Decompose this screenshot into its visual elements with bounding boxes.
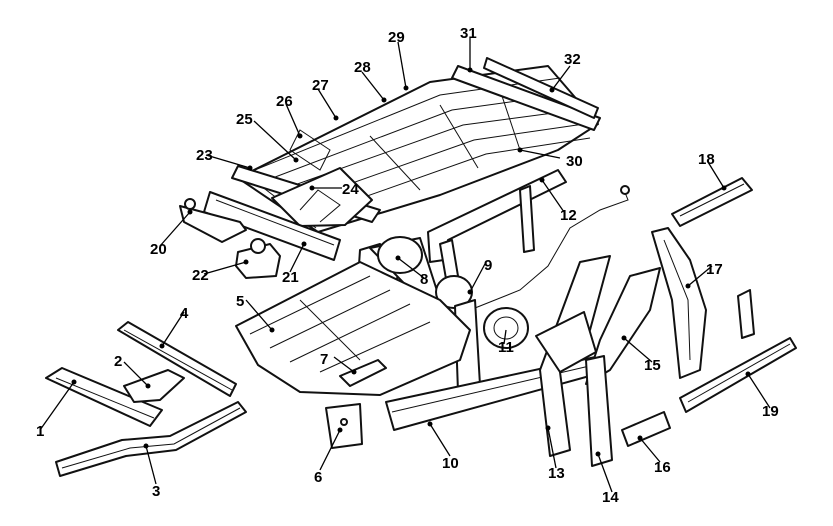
quarter-pillar-17 (651, 227, 707, 379)
callout-27: 27 (312, 77, 329, 94)
roof-side-rail-12 (427, 169, 567, 263)
callout-20: 20 (150, 241, 167, 258)
callout-12: 12 (560, 207, 577, 224)
callout-2: 2 (114, 353, 122, 370)
roof-rear-rail-31 (451, 65, 601, 131)
grommet-11 (483, 307, 529, 349)
callout-22: 22 (192, 267, 209, 284)
callout-21: 21 (282, 269, 299, 286)
callout-14: 14 (602, 489, 619, 506)
leader-lines (39, 38, 771, 493)
roof-rear-rail-32 (483, 57, 599, 119)
callout-19: 19 (762, 403, 779, 420)
callout-7: 7 (320, 351, 328, 368)
callout-15: 15 (644, 357, 661, 374)
callout-9: 9 (484, 257, 492, 274)
callout-10: 10 (442, 455, 459, 472)
callout-3: 3 (152, 483, 160, 500)
callout-1: 1 (36, 423, 44, 440)
header-bracket-24 (271, 167, 373, 227)
floor-pan-5 (235, 261, 471, 396)
frame-rail-3 (55, 401, 247, 477)
callout-30: 30 (566, 153, 583, 170)
roof-assembly (231, 57, 601, 233)
callout-26: 26 (276, 93, 293, 110)
callout-6: 6 (314, 469, 322, 486)
sill-plate-19 (679, 337, 797, 413)
pillar-14 (585, 355, 613, 467)
callout-17: 17 (706, 261, 723, 278)
callout-31: 31 (460, 25, 477, 42)
callout-28: 28 (354, 59, 371, 76)
callout-8: 8 (420, 271, 428, 288)
bracket-2 (123, 369, 185, 403)
callout-18: 18 (698, 151, 715, 168)
callout-13: 13 (548, 465, 565, 482)
bracket-18 (671, 177, 753, 227)
callout-29: 29 (388, 29, 405, 46)
callout-4: 4 (180, 305, 189, 322)
callout-32: 32 (564, 51, 581, 68)
grommet-8 (377, 236, 423, 274)
pillar-13 (539, 255, 611, 457)
callout-25: 25 (236, 111, 253, 128)
callout-23: 23 (196, 147, 213, 164)
crossmember-7 (339, 359, 387, 387)
plate-16 (621, 411, 671, 447)
callout-5: 5 (236, 293, 244, 310)
callout-labels: 1 2 3 4 5 6 7 8 9 10 11 12 13 14 15 16 1… (36, 25, 779, 506)
pillar-15 (585, 267, 661, 385)
mount-22 (235, 243, 281, 279)
callout-11: 11 (498, 339, 514, 356)
small-bracket (737, 289, 755, 339)
callout-16: 16 (654, 459, 671, 476)
callout-24: 24 (342, 181, 359, 198)
